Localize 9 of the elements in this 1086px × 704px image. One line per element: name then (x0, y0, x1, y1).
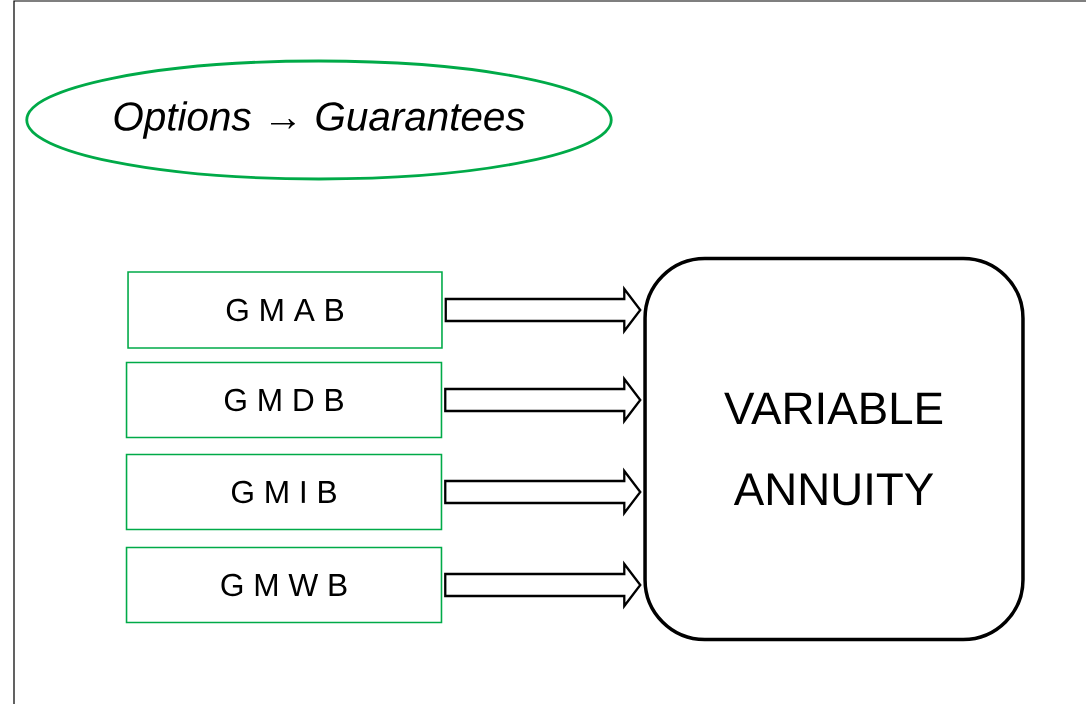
block-arrow (444, 285, 642, 335)
product-box: VARIABLE ANNUITY (643, 256, 1025, 642)
block-arrow (444, 375, 642, 425)
guarantee-box: G M W B (125, 546, 443, 624)
guarantee-box: G M A B (127, 271, 443, 349)
guarantee-box: G M I B (125, 453, 443, 531)
block-arrow (444, 467, 642, 517)
block-arrow (444, 560, 642, 610)
guarantee-box: G M D B (125, 361, 443, 439)
